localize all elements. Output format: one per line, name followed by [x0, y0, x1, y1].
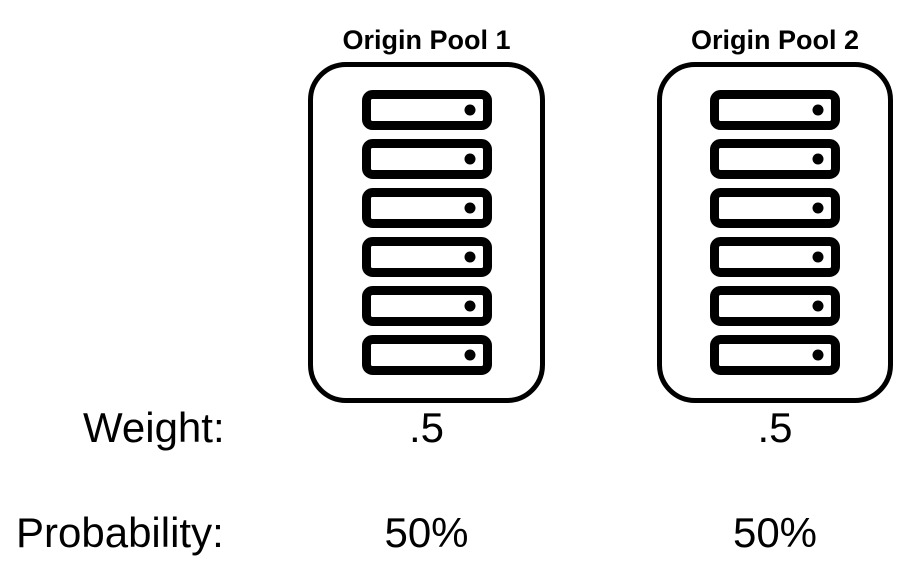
server-led-dot [464, 349, 475, 361]
weight-value-pool-2: .5 [757, 404, 793, 451]
probability-label: Probability: [16, 509, 224, 556]
origin-pool-2-box [657, 62, 893, 403]
server-led-dot [464, 104, 475, 116]
server-icon [361, 286, 492, 326]
server-icon [361, 139, 492, 179]
server-led-dot [464, 153, 475, 165]
server-icon [710, 335, 840, 375]
probability-value-pool-1: 50% [384, 509, 469, 556]
server-icon [361, 237, 492, 277]
server-led-dot [812, 104, 824, 116]
server-led-dot [812, 153, 824, 165]
server-icon [361, 188, 492, 228]
server-led-dot [812, 202, 824, 214]
weight-label: Weight: [83, 404, 225, 451]
server-led-dot [812, 349, 824, 361]
server-led-dot [464, 251, 475, 263]
server-led-dot [812, 251, 824, 263]
origin-pool-1-box [308, 62, 545, 403]
weight-value-pool-1: .5 [408, 404, 445, 451]
server-led-dot [464, 202, 475, 214]
server-led-dot [464, 300, 475, 312]
server-icon [710, 286, 840, 326]
server-icon [710, 237, 840, 277]
server-icon [710, 90, 840, 130]
server-icon [710, 139, 840, 179]
server-led-dot [812, 300, 824, 312]
server-icon [361, 335, 492, 375]
origin-pool-1-server-stack [313, 67, 540, 398]
server-icon [710, 188, 840, 228]
probability-value-pool-2: 50% [732, 509, 818, 556]
origin-pool-2: Origin Pool 2 [657, 18, 893, 403]
server-icon [361, 90, 492, 130]
origin-pool-2-title: Origin Pool 2 [690, 25, 859, 55]
origin-pool-2-server-stack [662, 67, 888, 398]
origin-pool-1-title: Origin Pool 1 [342, 25, 511, 55]
origin-pool-1: Origin Pool 1 [308, 18, 545, 403]
